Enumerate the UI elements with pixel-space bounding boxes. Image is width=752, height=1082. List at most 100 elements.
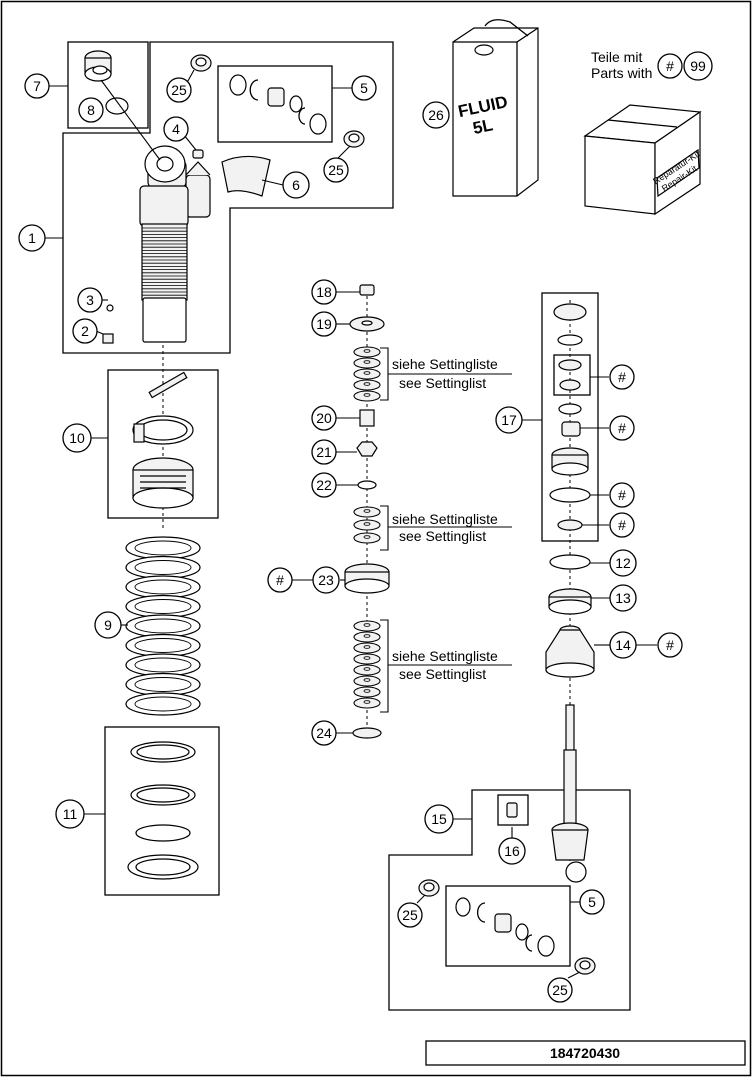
spring-coil-inner: [134, 560, 192, 575]
callout-19: 19: [311, 311, 337, 337]
spring-coil: [125, 594, 201, 619]
callout-hash-17-bushing: #: [609, 415, 635, 441]
shim-hole: [363, 656, 371, 660]
shim-hole: [363, 623, 371, 627]
washer-part-24: [352, 727, 382, 739]
callout-11: 11: [55, 799, 85, 829]
preload-nut-part-10: [132, 457, 194, 509]
cap-part-25-c: [418, 879, 440, 897]
valve-part-16: [506, 802, 518, 818]
svg-text:10: 10: [69, 430, 85, 446]
nut-part-18: [359, 284, 375, 296]
spring-coil: [125, 672, 201, 697]
setting-note-2: siehe Settingliste see Settinglist: [380, 505, 512, 551]
washer-part-19: [349, 316, 385, 332]
svg-text:25: 25: [171, 82, 187, 98]
spring-coil: [125, 633, 201, 658]
callout-8: 8: [78, 97, 104, 123]
shim-hole: [363, 689, 371, 693]
reservoir-cap-part-7: [84, 50, 112, 82]
shim-hole: [363, 667, 371, 671]
callout-5-top: 5: [351, 75, 377, 101]
svg-text:11: 11: [63, 806, 78, 822]
legend-line-2: Parts with: [591, 65, 652, 81]
setting-note-3: siehe Settingliste see Settinglist: [380, 619, 512, 713]
svg-text:25: 25: [402, 907, 418, 923]
spring-coil-inner: [134, 638, 192, 653]
svg-text:#: #: [666, 637, 674, 653]
callout-hash-14: #: [657, 632, 683, 658]
doc-id-box: [425, 1040, 746, 1066]
group-outline-5-bottom: [445, 885, 571, 967]
spacer-part-20: [359, 409, 375, 427]
spring-coil-inner: [134, 579, 192, 595]
spring-coil-inner: [134, 540, 192, 556]
svg-text:21: 21: [316, 444, 332, 460]
setting-note-1: siehe Settingliste see Settinglist: [380, 347, 512, 401]
shim-hole: [363, 678, 371, 682]
callout-14: 14: [609, 631, 637, 659]
nut-part-21: [356, 441, 378, 457]
shim-hole: [363, 382, 371, 386]
callout-1: 1: [18, 224, 46, 252]
svg-text:2: 2: [81, 323, 89, 339]
screw-part-4: [192, 149, 204, 159]
shim-hole: [363, 509, 371, 513]
svg-text:siehe Settingliste: siehe Settingliste: [392, 511, 498, 527]
callout-6: 6: [282, 171, 310, 199]
svg-text:15: 15: [431, 811, 447, 827]
callout-23: 23: [312, 566, 340, 594]
shim-hole: [363, 393, 371, 397]
spring-coil: [125, 575, 201, 599]
spring-coil-inner: [134, 696, 192, 712]
heat-shield-part-6: [221, 155, 271, 197]
svg-text:5: 5: [360, 80, 368, 96]
shim-hole: [363, 371, 371, 375]
fluid-can-part-26: FLUID 5L: [452, 19, 539, 197]
svg-text:17: 17: [501, 412, 517, 428]
callout-hash-17-seal: #: [609, 512, 635, 538]
legend-number-bubble: 99: [683, 51, 713, 81]
bearing-kit-part-5-bottom: [455, 897, 555, 957]
shim-stack-1: [353, 346, 381, 402]
callout-26: 26: [422, 101, 450, 129]
group-outline-7-8: [67, 41, 149, 129]
callout-hash-17-inner: #: [609, 364, 635, 390]
clamp-bolt-part-10: [132, 371, 194, 445]
spring-coil-inner: [134, 657, 192, 673]
cap-part-25-a: [190, 54, 212, 72]
document-id: 184720430: [550, 1045, 620, 1061]
cap-part-25-d: [574, 957, 596, 975]
svg-text:7: 7: [33, 78, 41, 94]
svg-text:see Settinglist: see Settinglist: [399, 375, 486, 391]
spring-coil: [125, 692, 201, 716]
callout-12: 12: [609, 549, 637, 577]
callout-21: 21: [311, 439, 337, 465]
svg-text:#: #: [666, 58, 674, 74]
callout-hash-23: #: [267, 567, 293, 593]
spring-coil-inner: [134, 618, 192, 634]
callout-3: 3: [77, 287, 103, 313]
bolt-part-2: [102, 333, 114, 344]
callout-24: 24: [311, 720, 337, 746]
svg-text:#: #: [618, 369, 626, 385]
callout-9: 9: [94, 611, 122, 639]
callout-25-d: 25: [547, 977, 573, 1003]
svg-text:12: 12: [615, 555, 631, 571]
seal-part-13: [548, 588, 592, 615]
svg-text:siehe Settingliste: siehe Settingliste: [392, 356, 498, 372]
shim-hole: [363, 360, 371, 364]
callout-25-b: 25: [323, 157, 349, 183]
svg-text:#: #: [618, 517, 626, 533]
svg-text:5: 5: [588, 894, 596, 910]
spring-coil-inner: [134, 599, 192, 614]
leader-lines: [44, 69, 657, 979]
svg-text:24: 24: [316, 725, 332, 741]
legend-line-1: Teile mit: [591, 49, 642, 65]
svg-text:4: 4: [172, 121, 180, 137]
spring-coil: [125, 614, 201, 638]
spring-part-9: [125, 536, 201, 716]
